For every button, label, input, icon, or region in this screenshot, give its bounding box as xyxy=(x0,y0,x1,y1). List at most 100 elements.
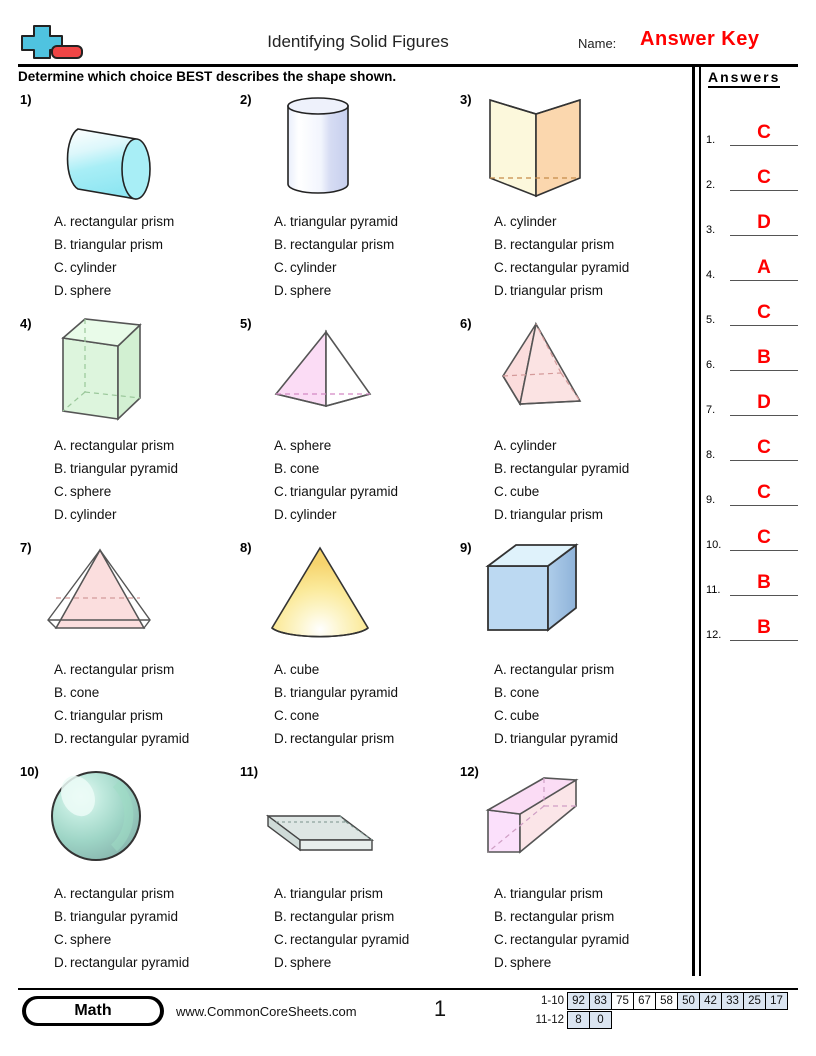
answer-blank[interactable]: B xyxy=(730,569,798,596)
choice-b[interactable]: B.rectangular prism xyxy=(494,909,615,924)
choice-b[interactable]: B.rectangular prism xyxy=(494,237,615,252)
answer-blank[interactable]: C xyxy=(730,479,798,506)
choice-b[interactable]: B.rectangular prism xyxy=(274,237,395,252)
subject-label: Math xyxy=(26,999,160,1023)
answers-panel: Answers 1. C 2. C 3. D 4. A 5. C 6. B 7.… xyxy=(690,64,800,976)
choice-c[interactable]: C.rectangular pyramid xyxy=(274,932,410,947)
answer-value: C xyxy=(757,302,771,323)
choice-c[interactable]: C.rectangular pyramid xyxy=(494,260,630,275)
choice-c[interactable]: C.triangular pyramid xyxy=(274,484,399,499)
score-cell: 75 xyxy=(611,992,634,1010)
choice-b[interactable]: B.cone xyxy=(54,685,100,700)
flat-slab-prism-figure xyxy=(238,764,458,882)
triangular-prism-figure xyxy=(458,92,678,210)
answer-row-8: 8. C xyxy=(706,417,798,461)
page-number: 1 xyxy=(433,996,447,1021)
score-cell: 42 xyxy=(699,992,722,1010)
answer-value: B xyxy=(757,347,771,368)
answer-number: 7. xyxy=(706,404,716,416)
choice-d[interactable]: D.cylinder xyxy=(274,507,337,522)
answer-value: C xyxy=(757,167,771,188)
answer-blank[interactable]: D xyxy=(730,389,798,416)
choice-a[interactable]: A.sphere xyxy=(274,438,332,453)
choice-a[interactable]: A.triangular prism xyxy=(274,886,384,901)
sphere-figure xyxy=(18,764,238,882)
answer-number: 3. xyxy=(706,224,716,236)
choice-c[interactable]: C.cylinder xyxy=(54,260,117,275)
question-1: 1) A.rectangular prism xyxy=(18,92,238,302)
choice-a[interactable]: A.rectangular prism xyxy=(54,214,175,229)
choice-d[interactable]: D.sphere xyxy=(274,955,332,970)
answer-blank[interactable]: A xyxy=(730,254,798,281)
question-4: 4) A.rectangular prism B.triangular pyra… xyxy=(18,316,238,526)
choice-d[interactable]: D.sphere xyxy=(494,955,552,970)
choice-d[interactable]: D.rectangular pyramid xyxy=(54,731,190,746)
choice-a[interactable]: A.cylinder xyxy=(494,438,557,453)
triangular-pyramid-figure xyxy=(238,316,458,434)
plus-minus-logo-icon xyxy=(18,22,90,64)
answer-blank[interactable]: C xyxy=(730,119,798,146)
choice-a[interactable]: A.triangular prism xyxy=(494,886,604,901)
answer-value: C xyxy=(757,437,771,458)
choice-d[interactable]: D.triangular pyramid xyxy=(494,731,619,746)
score-cell: 25 xyxy=(743,992,766,1010)
choices-list: A.rectangular prism B.triangular pyramid… xyxy=(54,434,238,526)
question-5: 5) A.sphere B.cone C.triangular pyramid … xyxy=(238,316,458,526)
choice-d[interactable]: D.sphere xyxy=(274,283,332,298)
answer-number: 11. xyxy=(706,584,721,596)
choice-b[interactable]: B.triangular pyramid xyxy=(274,685,399,700)
question-number: 11) xyxy=(240,764,259,779)
choices-list: A.triangular prism B.rectangular prism C… xyxy=(494,882,678,974)
choices-list: A.rectangular prism B.cone C.cube D.tria… xyxy=(494,658,678,750)
choice-d[interactable]: D.sphere xyxy=(54,283,112,298)
choice-d[interactable]: D.cylinder xyxy=(54,507,117,522)
answer-blank[interactable]: C xyxy=(730,299,798,326)
question-number: 7) xyxy=(20,540,32,555)
choices-list: A.rectangular prism B.triangular pyramid… xyxy=(54,882,238,974)
choice-d[interactable]: D.triangular prism xyxy=(494,283,604,298)
choice-c[interactable]: C.cube xyxy=(494,484,540,499)
answer-blank[interactable]: C xyxy=(730,434,798,461)
answer-blank[interactable]: D xyxy=(730,209,798,236)
footer-divider xyxy=(18,988,798,990)
choice-c[interactable]: C.cylinder xyxy=(274,260,337,275)
question-8: 8) A.cube B.tri xyxy=(238,540,458,750)
answer-blank[interactable]: C xyxy=(730,524,798,551)
answer-blank[interactable]: B xyxy=(730,614,798,641)
choice-b[interactable]: B.rectangular pyramid xyxy=(494,461,630,476)
choice-a[interactable]: A.rectangular prism xyxy=(494,662,615,677)
question-number: 9) xyxy=(460,540,472,555)
choice-c[interactable]: C.cone xyxy=(274,708,320,723)
choice-b[interactable]: B.cone xyxy=(494,685,540,700)
cone-figure xyxy=(238,540,458,658)
choice-a[interactable]: A.cylinder xyxy=(494,214,557,229)
choice-d[interactable]: D.rectangular pyramid xyxy=(54,955,190,970)
question-number: 2) xyxy=(240,92,252,107)
question-10: 10) A.rectan xyxy=(18,764,238,974)
choice-d[interactable]: D.rectangular prism xyxy=(274,731,395,746)
choice-b[interactable]: B.triangular pyramid xyxy=(54,909,179,924)
choice-b[interactable]: B.cone xyxy=(274,461,320,476)
choice-b[interactable]: B.triangular prism xyxy=(54,237,164,252)
answer-value: C xyxy=(757,482,771,503)
choice-b[interactable]: B.rectangular prism xyxy=(274,909,395,924)
choice-c[interactable]: C.sphere xyxy=(54,484,112,499)
choice-a[interactable]: A.cube xyxy=(274,662,320,677)
choice-a[interactable]: A.triangular pyramid xyxy=(274,214,399,229)
choice-c[interactable]: C.cube xyxy=(494,708,540,723)
choice-a[interactable]: A.rectangular prism xyxy=(54,438,175,453)
answer-blank[interactable]: C xyxy=(730,164,798,191)
choice-c[interactable]: C.sphere xyxy=(54,932,112,947)
choice-b[interactable]: B.triangular pyramid xyxy=(54,461,179,476)
choice-d[interactable]: D.triangular prism xyxy=(494,507,604,522)
answer-blank[interactable]: B xyxy=(730,344,798,371)
answer-number: 6. xyxy=(706,359,716,371)
choice-a[interactable]: A.rectangular prism xyxy=(54,662,175,677)
answer-row-5: 5. C xyxy=(706,282,798,326)
question-11: 11) A.triangular prism B.rectangular pri… xyxy=(238,764,458,974)
score-cell: 17 xyxy=(765,992,788,1010)
score-cell: 8 xyxy=(567,1011,590,1029)
choice-a[interactable]: A.rectangular prism xyxy=(54,886,175,901)
choice-c[interactable]: C.triangular prism xyxy=(54,708,164,723)
choice-c[interactable]: C.rectangular pyramid xyxy=(494,932,630,947)
